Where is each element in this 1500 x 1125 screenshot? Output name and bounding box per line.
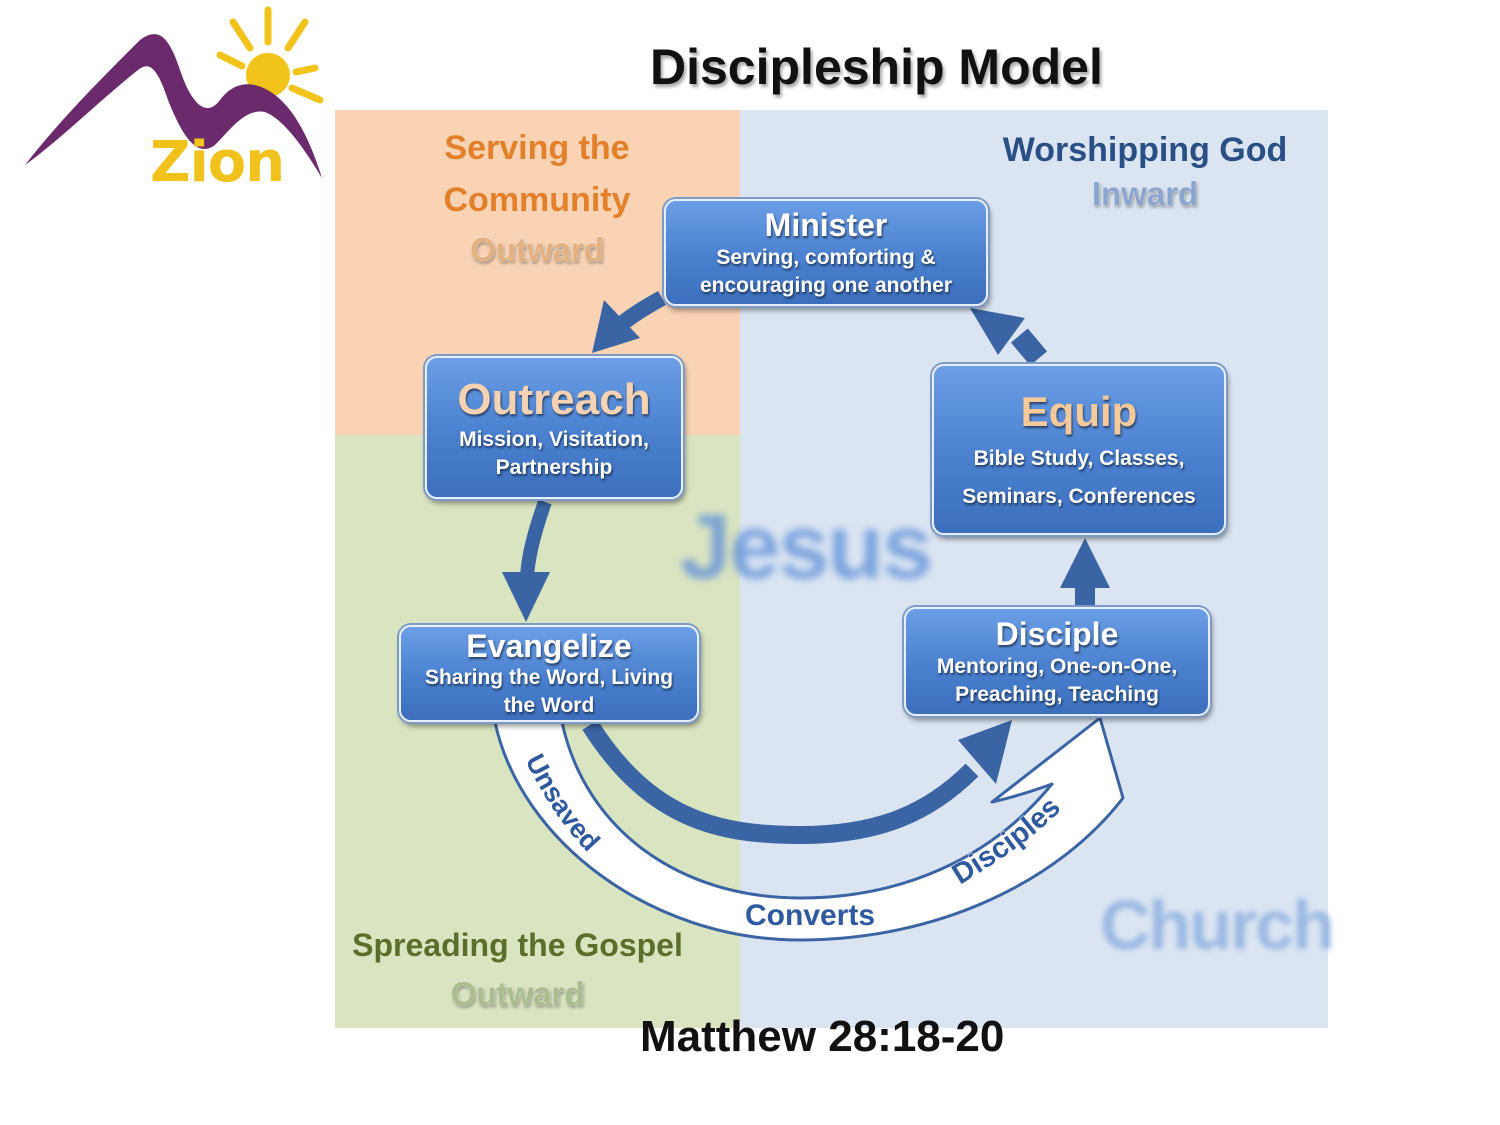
arrow-outreach-to-evangelize — [520, 499, 552, 579]
node-minister: Minister Serving, comforting & encouragi… — [664, 199, 988, 306]
arrow-equip-to-minister-shaft — [1010, 328, 1048, 366]
evangelize-line1: Sharing the Word, Living — [424, 665, 674, 689]
evangelize-title: Evangelize — [466, 627, 632, 664]
worshipping-direction: Inward — [1091, 175, 1199, 212]
arrow-equip-to-minister-head — [970, 308, 1025, 355]
quadrant-worshipping-label: Worshipping God Inward — [985, 124, 1305, 212]
logo-graphic — [25, 6, 324, 179]
node-outreach: Outreach Mission, Visitation, Partnershi… — [425, 356, 683, 499]
node-evangelize: Evangelize Sharing the Word, Living the … — [399, 625, 699, 722]
minister-line2: encouraging one another — [699, 273, 953, 297]
equip-line2: Seminars, Conferences — [962, 484, 1196, 508]
spreading-title: Spreading the Gospel — [352, 927, 683, 963]
equip-line1: Bible Study, Classes, — [973, 446, 1185, 470]
node-disciple: Disciple Mentoring, One-on-One, Preachin… — [904, 607, 1210, 716]
mountain-icon — [25, 34, 322, 179]
serving-direction: Outward — [470, 231, 604, 268]
arrow-evangelize-to-disciple-head — [958, 720, 1012, 784]
logo-text: Zion — [150, 130, 285, 195]
serving-title-line2: Community — [443, 181, 631, 219]
quadrant-spreading-label: Spreading the Gospel Outward — [335, 920, 700, 1018]
watermark-jesus: Jesus — [680, 496, 933, 598]
outreach-line2: Partnership — [495, 455, 613, 479]
conversion-arrow — [493, 716, 1125, 942]
disciple-title: Disciple — [995, 615, 1119, 652]
minister-line1: Serving, comforting & — [716, 245, 936, 269]
worshipping-title: Worshipping God — [1002, 131, 1288, 169]
zion-logo — [20, 0, 340, 220]
evangelize-line2: the Word — [503, 693, 595, 717]
quadrant-serving-label: Serving the Community Outward — [392, 122, 682, 274]
equip-title: Equip — [1020, 387, 1138, 435]
page-title: Discipleship Model — [650, 39, 1103, 95]
node-equip: Equip Bible Study, Classes, Seminars, Co… — [932, 364, 1226, 535]
arrow-disciple-to-equip-head — [1060, 538, 1110, 588]
disciple-line2: Preaching, Teaching — [955, 682, 1159, 706]
outreach-title: Outreach — [457, 374, 651, 424]
spreading-direction: Outward — [450, 975, 585, 1012]
label-converts: Converts — [745, 899, 875, 932]
disciple-line1: Mentoring, One-on-One, — [936, 654, 1178, 678]
scripture-reference: Matthew 28:18-20 — [640, 1012, 1005, 1061]
watermark-church: Church — [1100, 886, 1335, 964]
arrow-evangelize-to-disciple — [582, 720, 979, 845]
minister-title: Minister — [764, 206, 888, 243]
arrow-outreach-to-evangelize-head — [502, 572, 550, 622]
serving-title-line1: Serving the — [444, 129, 630, 167]
arrow-minister-to-outreach-head — [592, 300, 640, 353]
outreach-line1: Mission, Visitation, — [459, 427, 649, 451]
